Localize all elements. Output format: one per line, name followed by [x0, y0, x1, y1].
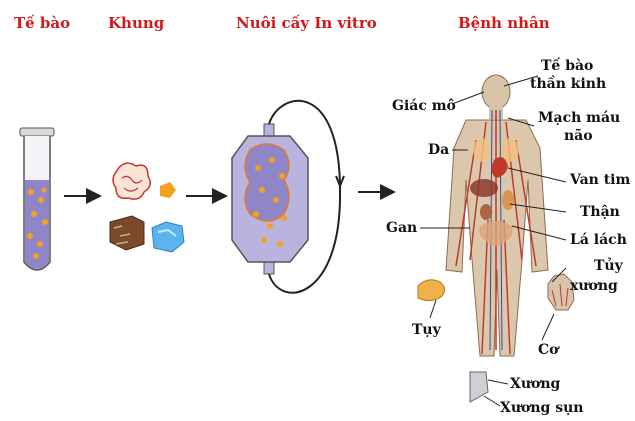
label-cartilage: Xương sụn	[500, 400, 583, 416]
label-muscle: Cơ	[538, 342, 558, 358]
label-heart-valve: Van tim	[570, 172, 630, 188]
label-nerve-cells-1: Tế bào	[541, 58, 593, 74]
label-brain-vessels-1: Mạch máu	[538, 110, 620, 126]
label-brain-vessels-2: não	[564, 128, 593, 144]
label-nerve-cells-2: thần kinh	[530, 76, 606, 92]
label-skin: Da	[428, 142, 449, 158]
label-liver: Gan	[386, 220, 417, 236]
label-cornea: Giác mô	[392, 98, 456, 114]
human-body-icon	[446, 75, 548, 402]
test-tube-icon	[20, 128, 54, 270]
label-kidney: Thận	[580, 204, 620, 220]
label-marrow-2: xương	[570, 278, 618, 294]
label-spleen: Lá lách	[570, 232, 627, 248]
label-pancreas: Tụy	[412, 322, 441, 338]
bioreactor-icon	[232, 101, 344, 293]
label-bone: Xương	[510, 376, 560, 392]
label-marrow-1: Tủy	[594, 258, 623, 274]
scaffold-icons	[110, 163, 184, 252]
pancreas-icon	[418, 280, 445, 301]
